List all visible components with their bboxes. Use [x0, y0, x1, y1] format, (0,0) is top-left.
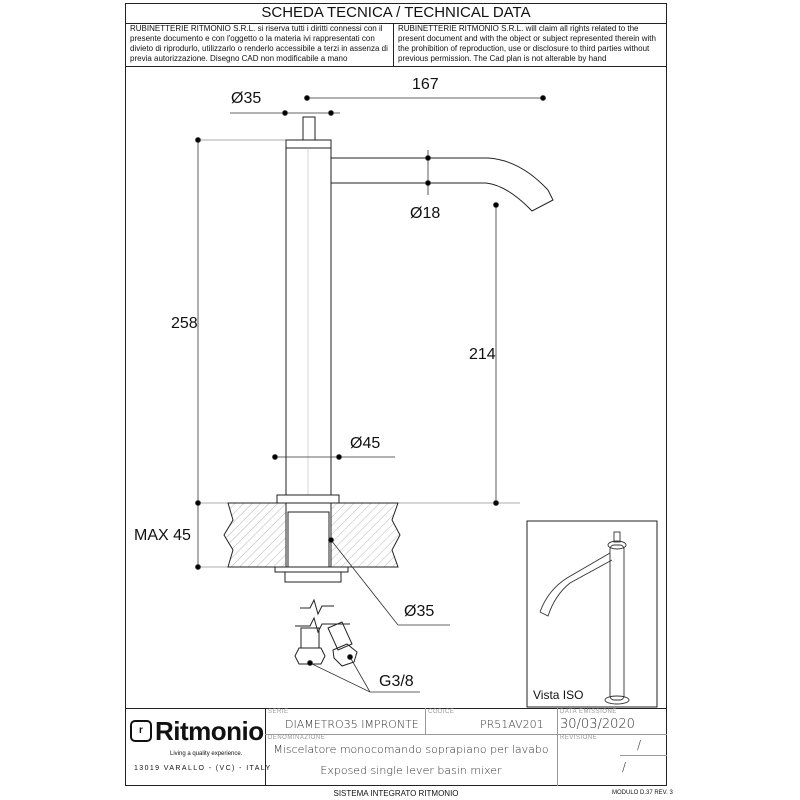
revision-value-2: /: [622, 760, 627, 774]
divider: [620, 755, 667, 756]
copyright-note-en: RUBINETTERIE RITMONIO S.R.L. will claim …: [398, 24, 656, 63]
footer-module: MODULO D.37 REV. 3: [612, 790, 673, 796]
sheet-title: SCHEDA TECNICA / TECHNICAL DATA: [125, 3, 667, 24]
footer-system: SISTEMA INTEGRATO RITMONIO: [333, 789, 459, 798]
drawing-frame: [125, 3, 667, 786]
iso-view-label: Vista ISO: [533, 688, 584, 702]
serie-value: DIAMETRO35 IMPRONTE: [285, 718, 419, 731]
dim-max-thickness: MAX 45: [134, 527, 191, 544]
description-en: Exposed single lever basin mixer: [320, 764, 502, 777]
copyright-note-it: RUBINETTERIE RITMONIO S.R.L. si riserva …: [130, 24, 388, 63]
iso-faucet: [539, 531, 630, 705]
dim-spout-length: 167: [412, 76, 439, 93]
tagline: Living a quality experience.: [170, 751, 243, 757]
logo-icon: r: [130, 720, 152, 742]
data-value: 30/03/2020: [560, 717, 635, 732]
denominazione-label: DENOMINAZIONE: [268, 735, 326, 741]
data-label: DATA EMISSIONE: [560, 709, 617, 715]
codice-label: CODICE: [428, 709, 455, 715]
dim-top-diameter: Ø35: [231, 90, 262, 107]
dim-hole-diameter: Ø35: [404, 603, 435, 620]
dim-connection: G3/8: [379, 673, 414, 690]
dim-base-diameter: Ø45: [350, 435, 381, 452]
serie-label: SERIE: [268, 709, 289, 715]
divider: [125, 708, 667, 709]
divider: [125, 66, 667, 67]
revision-value: /: [637, 738, 642, 752]
divider: [265, 734, 667, 735]
logo-text: Ritmonio: [155, 716, 264, 746]
dim-height: 258: [171, 315, 198, 332]
ritmonio-logo: r Ritmonio: [130, 716, 264, 746]
dimension-lines: [195, 95, 546, 693]
divider: [557, 708, 558, 786]
dim-spout-diameter: Ø18: [410, 205, 441, 222]
dim-spout-height: 214: [469, 346, 496, 363]
revisione-label: REVISIONE: [560, 735, 598, 741]
iso-view-box: [526, 520, 658, 708]
divider: [265, 708, 266, 786]
divider: [393, 23, 394, 66]
faucet-side-view: [223, 116, 554, 667]
address: 13019 VARALLO - (VC) - ITALY: [134, 765, 272, 772]
divider: [425, 708, 426, 734]
codice-value: PR51AV201: [480, 718, 544, 731]
description-it: Miscelatore monocomando soprapiano per l…: [273, 743, 549, 756]
